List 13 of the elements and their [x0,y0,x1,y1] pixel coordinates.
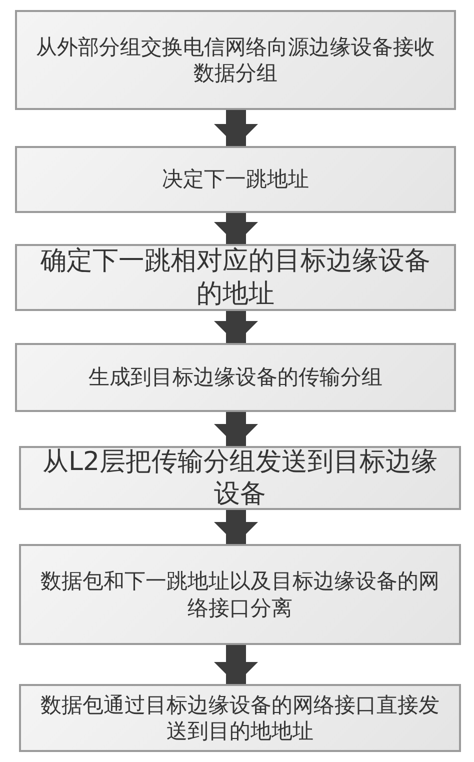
process-box: 数据包通过目标边缘设备的网络接口直接发送到目的地地址 [19,684,461,752]
block-arrow [214,645,258,684]
block-arrow [214,510,258,544]
block-arrow [214,412,258,446]
block-arrow [214,213,258,244]
process-box: 决定下一跳地址 [15,146,456,213]
block-arrow [214,311,258,343]
process-box: 生成到目标边缘设备的传输分组 [15,343,456,412]
process-box: 从L2层把传输分组发送到目标边缘设备 [19,446,461,510]
process-box: 从外部分组交换电信网络向源边缘设备接收数据分组 [15,10,456,110]
process-box: 确定下一跳相对应的目标边缘设备的地址 [15,244,456,311]
process-box: 数据包和下一跳地址以及目标边缘设备的网络接口分离 [19,544,461,645]
block-arrow [214,110,258,146]
